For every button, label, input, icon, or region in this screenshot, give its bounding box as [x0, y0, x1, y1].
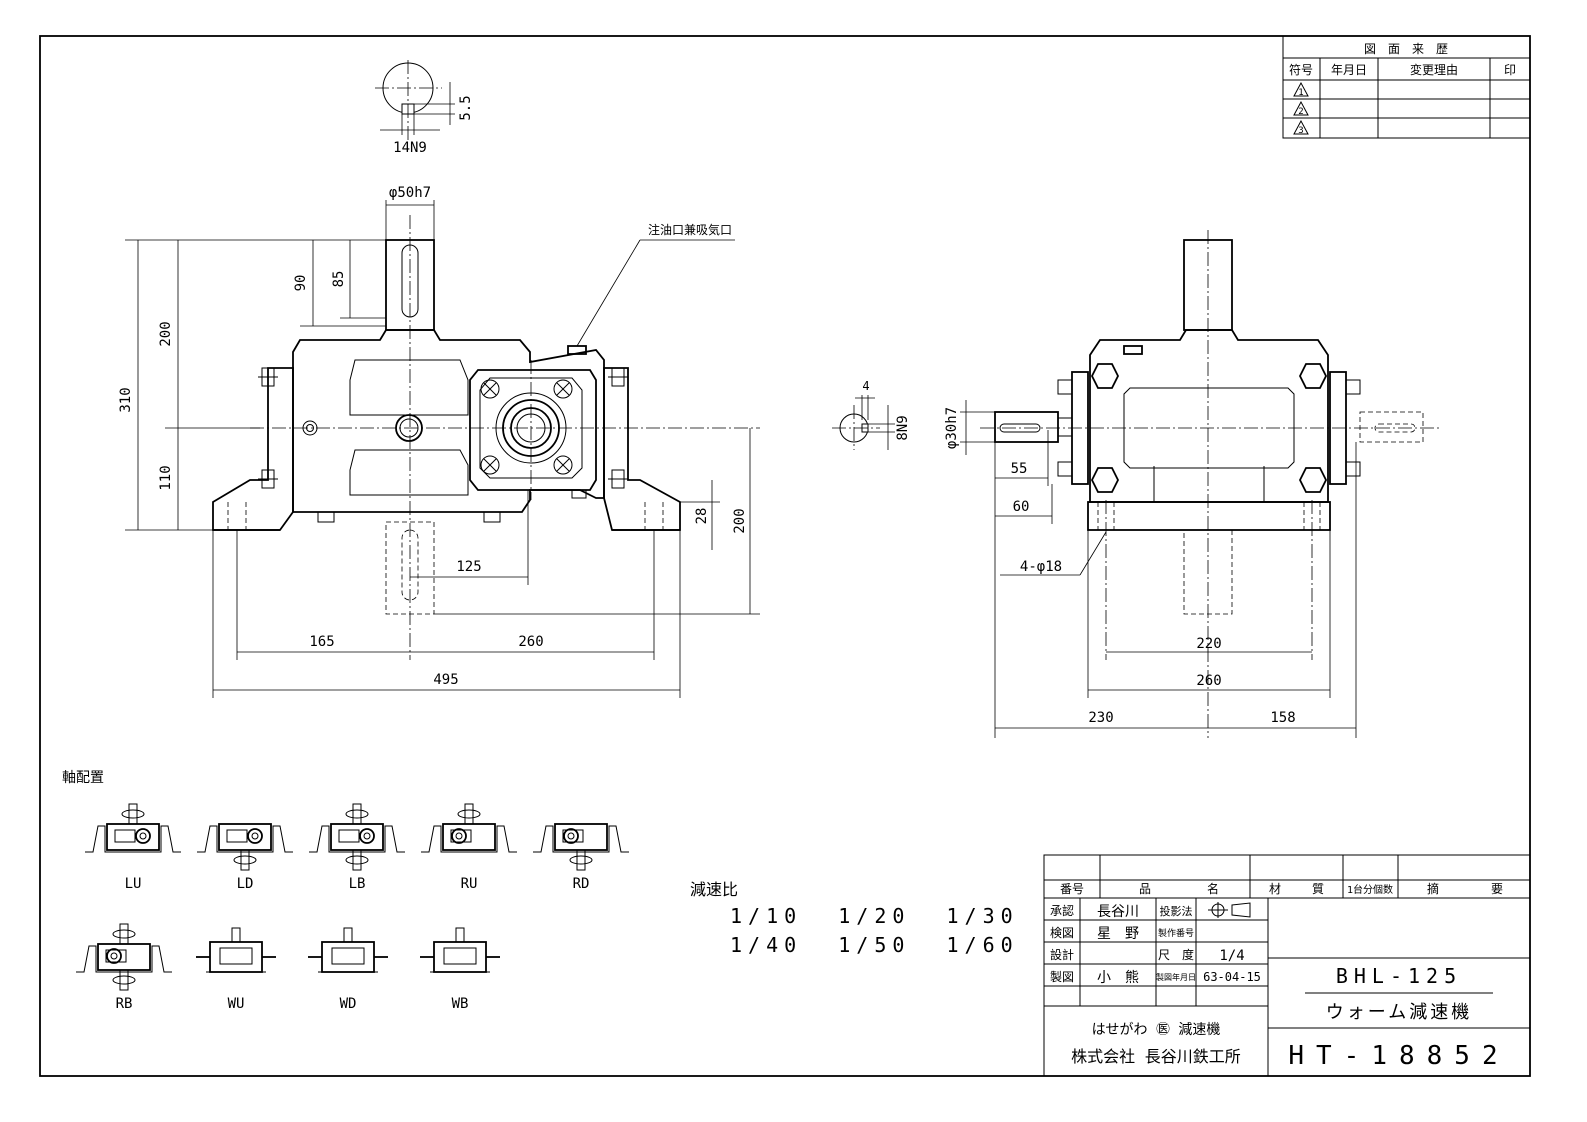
- tb-header-name-2: 名: [1207, 881, 1219, 896]
- dim-165: 165: [309, 634, 334, 650]
- arrangement-label: LD: [237, 876, 254, 892]
- arrangement-rb: RB: [76, 923, 172, 1012]
- arrangement-rd: RD: [533, 823, 629, 892]
- tb-name-draft: 小 熊: [1097, 970, 1139, 986]
- dim-55: 55: [1011, 461, 1028, 477]
- tb-role-approve: 承認: [1050, 903, 1074, 918]
- oil-port-label: 注油口兼吸気口: [648, 222, 732, 237]
- dim-60: 60: [1013, 499, 1030, 515]
- arrangement-label: LU: [125, 876, 142, 892]
- arrangement-label: WU: [228, 996, 245, 1012]
- arrangement-lu: LU: [85, 803, 181, 892]
- dim-200-left: 200: [158, 321, 174, 346]
- arrangement-label: RU: [461, 876, 478, 892]
- tb-header-note-1: 摘: [1427, 881, 1439, 896]
- tb-field-date: 製図年月日: [1156, 972, 1196, 982]
- arrangement-ru: RU: [421, 803, 517, 892]
- arrangement-wb: WB: [420, 927, 500, 1012]
- tb-scale-value: 1/4: [1219, 948, 1244, 964]
- tb-header-material-1: 材: [1269, 882, 1281, 896]
- arrangement-label: LB: [349, 876, 366, 892]
- dim-260-front: 260: [518, 634, 543, 650]
- tb-header-qty: 1台分個数: [1347, 883, 1393, 896]
- rev-header-reason: 変更理由: [1410, 62, 1458, 77]
- revision-table: 図 面 来 歴 符号 年月日 変更理由 印 1 2 3: [1282, 35, 1531, 139]
- dim-310: 310: [118, 387, 134, 412]
- dim-90: 90: [293, 275, 309, 292]
- svg-text:1: 1: [1298, 88, 1303, 98]
- brand-name: はせがわ ㊩ 減速機: [1092, 1021, 1221, 1038]
- rev-header-seal: 印: [1504, 63, 1516, 77]
- tb-header-material-2: 質: [1312, 881, 1324, 896]
- product-name: ウォーム減速機: [1326, 1002, 1472, 1023]
- rev-mark-2: 2: [1293, 100, 1309, 117]
- key-depth-label: 5.5: [458, 95, 474, 120]
- svg-text:2: 2: [1298, 107, 1303, 117]
- dim-28: 28: [694, 508, 710, 525]
- tb-role-design: 設計: [1050, 947, 1074, 962]
- ratio-title: 減速比: [690, 880, 738, 899]
- tb-name-approve: 長谷川: [1097, 904, 1139, 920]
- title-block: 番号 品 名 材 質 1台分個数 摘 要 承認 長谷川 投影法 検図 星 野 製…: [1043, 854, 1531, 1077]
- side-view: φ30h7 55 60 4-φ18 220 260 230 158: [944, 230, 1440, 738]
- output-key-detail: 5.5 14N9: [375, 60, 474, 156]
- input-key-label: 8N9: [895, 415, 911, 440]
- drawing-border: [39, 35, 1531, 1077]
- dim-125: 125: [456, 559, 481, 575]
- arrangement-title: 軸配置: [62, 770, 104, 786]
- arrangement-ld: LD: [197, 823, 293, 892]
- rev-header-mark: 符号: [1289, 62, 1313, 77]
- arrangement-section: 軸配置 LU LD LB RU RD RB WU WD WB: [62, 770, 629, 1012]
- input-key-width: 4: [862, 379, 869, 393]
- company-name: 株式会社 長谷川鉄工所: [1071, 1047, 1241, 1066]
- tb-name-check: 星 野: [1097, 926, 1139, 942]
- arrangement-label: WD: [340, 996, 357, 1012]
- arrangement-wu: WU: [196, 927, 276, 1012]
- dim-230: 230: [1088, 710, 1113, 726]
- dim-200-right: 200: [732, 508, 748, 533]
- dim-110: 110: [158, 465, 174, 490]
- drawing-number: HT-18852: [1288, 1041, 1509, 1071]
- projection-symbol-icon: [1208, 902, 1251, 918]
- tb-role-check: 検図: [1050, 926, 1074, 940]
- tb-header-note-2: 要: [1491, 882, 1503, 896]
- dim-495: 495: [433, 672, 458, 688]
- output-shaft-dia: φ50h7: [389, 185, 431, 201]
- input-shaft-dia: φ30h7: [944, 407, 960, 449]
- ratio-row-2: 1/40 1/50 1/60: [730, 933, 1019, 957]
- tb-field-job: 製作番号: [1158, 927, 1194, 939]
- dim-220: 220: [1196, 636, 1221, 652]
- tb-header-name-1: 品: [1139, 882, 1151, 896]
- dim-260-side: 260: [1196, 673, 1221, 689]
- rev-mark-3: 3: [1293, 119, 1309, 136]
- input-key-detail: 4 8N9: [832, 379, 911, 450]
- arrangement-label: RB: [116, 996, 133, 1012]
- arrangement-label: WB: [452, 996, 469, 1012]
- rev-mark-1: 1: [1293, 81, 1309, 98]
- tb-date-value: 63-04-15: [1203, 970, 1261, 984]
- ratio-row-1: 1/10 1/20 1/30: [730, 904, 1019, 928]
- arrangement-wd: WD: [308, 927, 388, 1012]
- tb-field-projection: 投影法: [1160, 904, 1193, 918]
- svg-text:3: 3: [1298, 126, 1303, 136]
- ratio-section: 減速比 1/10 1/20 1/30 1/40 1/50 1/60: [690, 880, 1019, 957]
- revision-title: 図 面 来 歴: [1364, 42, 1448, 56]
- model-name: BHL-125: [1336, 964, 1462, 988]
- arrangement-lb: LB: [309, 803, 405, 892]
- dim-85: 85: [331, 271, 347, 288]
- mount-holes-label: 4-φ18: [1020, 559, 1062, 575]
- rev-header-date: 年月日: [1331, 63, 1367, 77]
- arrangement-label: RD: [573, 876, 590, 892]
- front-view: φ50h7: [118, 185, 760, 698]
- tb-role-draft: 製図: [1050, 970, 1074, 984]
- key-width-label: 14N9: [393, 140, 427, 156]
- dim-158: 158: [1270, 710, 1295, 726]
- tb-header-number: 番号: [1060, 882, 1084, 896]
- tb-field-scale: 尺 度: [1158, 947, 1194, 962]
